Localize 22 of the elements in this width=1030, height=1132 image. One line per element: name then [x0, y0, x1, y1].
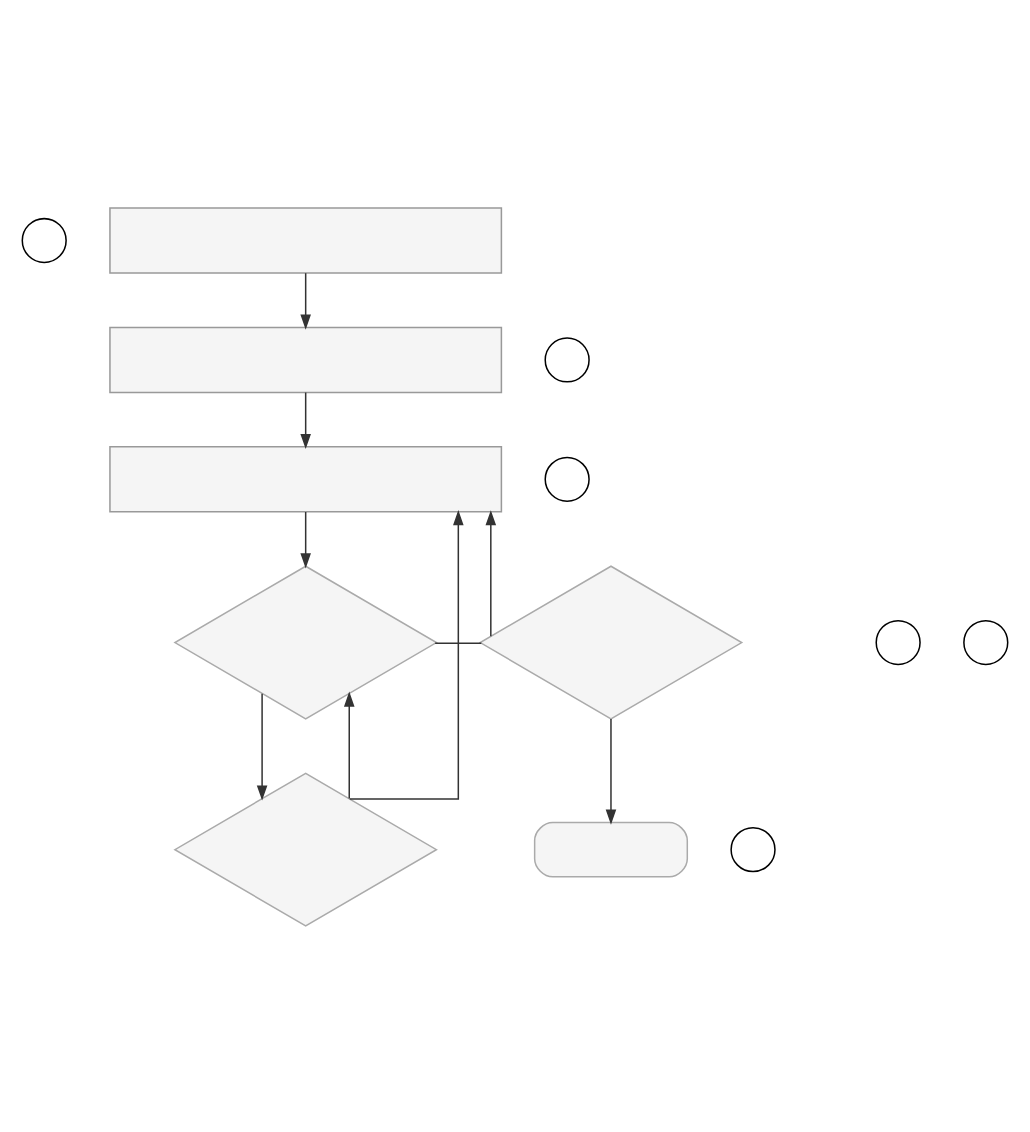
- node-box: [109, 445, 503, 512]
- arrow: [300, 390, 311, 449]
- node-pill: [533, 820, 689, 877]
- arrow: [256, 692, 268, 800]
- arrow: [485, 509, 497, 637]
- arrow: [300, 510, 311, 568]
- arrow: [343, 690, 355, 799]
- node-circle: [544, 336, 590, 382]
- node-box: [109, 325, 503, 393]
- connector: [434, 641, 483, 644]
- node-circle: [544, 455, 590, 501]
- arrow: [349, 509, 464, 799]
- arrow: [605, 717, 617, 824]
- node-circle: [730, 825, 776, 872]
- node-diamond: [173, 564, 438, 719]
- node-circle: [875, 618, 921, 665]
- arrow: [300, 271, 311, 329]
- node-diamond: [173, 771, 438, 926]
- node-circle: [963, 618, 1009, 665]
- node-diamond: [478, 564, 744, 719]
- node-box: [109, 206, 503, 273]
- node-circle: [21, 216, 67, 263]
